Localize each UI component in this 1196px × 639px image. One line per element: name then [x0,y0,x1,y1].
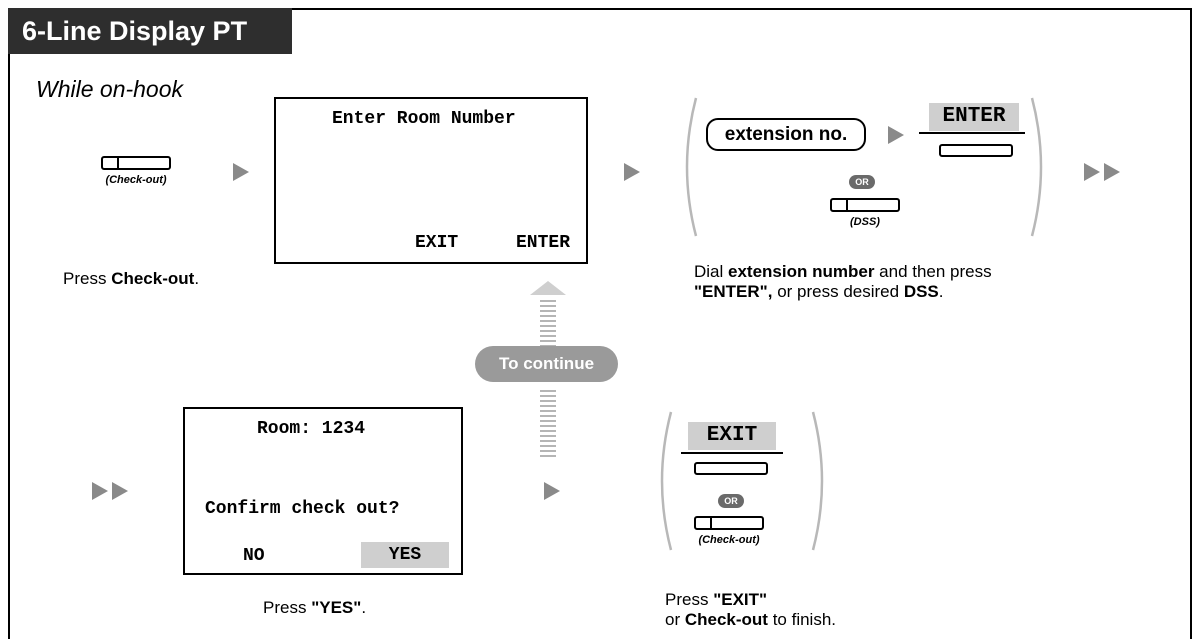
lcd-confirm-softkey-yes: YES [361,542,449,568]
step3-caption: Press "YES". [263,598,367,617]
continue-pill: To continue [475,346,618,382]
lcd-enter-room-softkey-enter: ENTER [516,233,571,253]
lcd-confirm-softkey-no: NO [243,546,265,566]
check-out-key-step4 [694,516,764,530]
enter-softkey-label: ENTER [929,103,1019,131]
flow-double-arrow-2a [92,482,108,500]
check-out-key [101,156,171,170]
exit-softkey-label: EXIT [688,422,776,450]
check-out-key-label: (Check-out) [105,174,167,186]
flow-arrow-1 [233,163,249,181]
or-badge-step2: OR [849,175,875,189]
step2-caption: Dial extension number and then press "EN… [694,262,992,301]
or-badge-step4: OR [718,494,744,508]
enter-softkey-button [939,144,1013,157]
step4-caption: Press "EXIT" or Check-out to finish. [665,590,837,629]
step2-left-paren [685,97,698,237]
dss-key-label: (DSS) [850,216,880,228]
header-title: 6-Line Display PT [8,8,292,54]
subtitle: While on-hook [36,76,184,102]
lcd-confirm: Room: 1234 Confirm check out? NO YES [183,407,463,575]
step4-right-paren [811,411,824,551]
lcd-confirm-line2: Confirm check out? [205,499,400,519]
exit-softkey-button [694,462,768,475]
check-out-key-step4-label: (Check-out) [698,534,760,546]
flow-arrow-3 [544,482,560,500]
flow-arrow-inner [888,126,904,144]
extension-number-box: extension no. [706,118,866,151]
dss-key [830,198,900,212]
flow-double-arrow-1b [1104,163,1120,181]
lcd-confirm-line1: Room: 1234 [257,419,366,439]
enter-softkey-underline [919,132,1025,134]
exit-softkey-underline [681,452,783,454]
lcd-enter-room: Enter Room Number EXIT ENTER [274,97,588,264]
flow-double-arrow-2b [112,482,128,500]
flow-arrow-2 [624,163,640,181]
step1-caption: Press Check-out. [63,269,200,288]
step4-left-paren [660,411,673,551]
lcd-enter-room-softkey-exit: EXIT [415,233,459,253]
diagram-frame [8,8,1192,639]
lcd-enter-room-line1: Enter Room Number [332,109,516,129]
step2-right-paren [1030,97,1043,237]
flow-double-arrow-1a [1084,163,1100,181]
